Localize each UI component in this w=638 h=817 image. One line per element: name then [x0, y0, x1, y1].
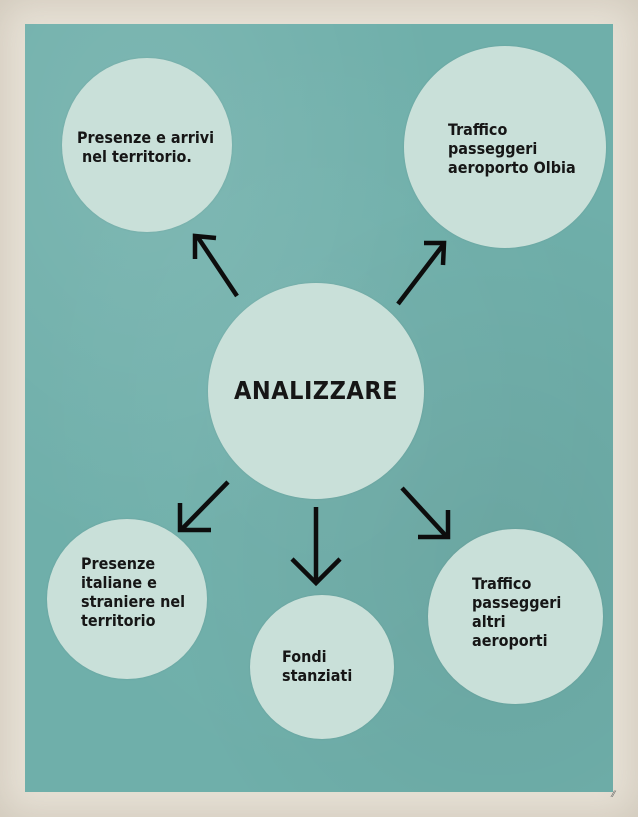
arrow-to-fondi-stanziati: [290, 507, 342, 587]
center-node-label: ANALIZZARE: [208, 376, 424, 406]
node-traffico-altri: [428, 529, 603, 704]
label-line: altri: [472, 612, 506, 631]
label-line: Traffico: [472, 574, 532, 593]
label-line: aeroporti: [472, 631, 548, 650]
label-line: straniere nel: [81, 592, 186, 611]
node-fondi-stanziati: [250, 595, 394, 739]
label-line: passeggeri: [448, 139, 538, 158]
node-traffico-olbia-label: Traffico passeggeri aeroporto Olbia: [448, 120, 576, 177]
node-presenze-italiane-straniere: [47, 519, 207, 679]
node-traffico-olbia: [404, 46, 606, 248]
label-line: nel territorio.: [82, 147, 192, 166]
label-line: stanziati: [282, 666, 353, 685]
label-line: Fondi: [282, 647, 327, 666]
label-line: italiane e: [81, 573, 157, 592]
node-traffico-altri-label: Traffico passeggeri altri aeroporti: [472, 574, 561, 650]
arrow-to-presenze-arrivi: [192, 233, 239, 298]
resize-grip-icon[interactable]: ⁄⁄: [612, 790, 615, 800]
arrow-to-traffico-altri: [400, 486, 451, 540]
arrow-to-presenze-italiane-straniere: [177, 480, 230, 533]
node-presenze-arrivi-label: Presenze e arrivi nel territorio.: [77, 128, 214, 166]
label-line: Presenze: [81, 554, 156, 573]
node-presenze-arrivi: [62, 58, 232, 232]
node-fondi-stanziati-label: Fondi stanziati: [282, 647, 352, 685]
label-line: aeroporto Olbia: [448, 158, 576, 177]
arrow-to-traffico-olbia: [396, 240, 447, 306]
label-line: territorio: [81, 611, 156, 630]
label-line: Traffico: [448, 120, 508, 139]
center-node: [208, 283, 424, 499]
label-line: passeggeri: [472, 593, 562, 612]
node-presenze-italiane-straniere-label: Presenze italiane e straniere nel territ…: [81, 554, 185, 630]
label-line: Presenze e arrivi: [77, 128, 215, 147]
center-label-text: ANALIZZARE: [233, 376, 399, 405]
